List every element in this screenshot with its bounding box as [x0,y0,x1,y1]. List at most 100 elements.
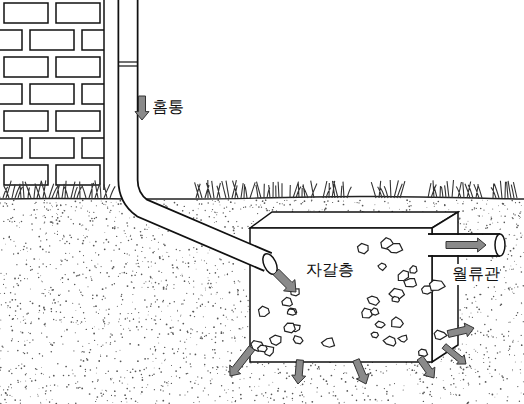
soil-dot [75,200,77,202]
soil-dot [13,286,14,287]
soil-dot [154,346,155,347]
soil-dot [121,294,122,295]
soil-dot [406,203,408,205]
soil-dot [240,349,242,351]
soil-dot [49,401,51,403]
soil-dot [272,209,274,211]
soil-dot [57,223,59,225]
soil-dot [165,288,167,290]
soil-dot [106,342,107,343]
soil-dot [162,301,163,302]
soil-dot [341,378,343,380]
soil-dot [10,384,12,386]
soil-dot [51,289,53,291]
soil-dot [220,298,222,300]
soil-dot [105,390,106,391]
soil-dot [126,273,127,274]
soil-dot [30,301,31,302]
soil-dot [85,371,86,372]
soil-dot [150,277,151,278]
soil-dot [193,311,195,313]
soil-dot [25,386,27,388]
soil-dot [180,341,181,342]
soil-dot [408,368,410,370]
soil-dot [172,264,174,266]
soil-dot [508,335,509,336]
soil-dot [102,203,103,204]
soil-dot [10,239,11,240]
soil-dot [75,332,76,333]
soil-dot [518,215,519,216]
soil-dot [204,260,205,261]
soil-dot [463,223,464,224]
soil-dot [381,400,383,402]
soil-dot [65,259,66,260]
soil-dot [458,348,460,350]
soil-dot [196,214,197,215]
soil-dot [15,310,17,312]
soil-dot [499,210,501,212]
soil-dot [521,271,523,273]
soil-dot [21,363,22,364]
soil-dot [302,383,304,385]
soil-dot [17,380,18,381]
soil-dot [20,381,22,383]
soil-dot [107,208,108,209]
soil-dot [92,381,94,383]
soil-dot [520,211,521,212]
soil-dot [331,375,333,377]
soil-dot [210,380,211,381]
soil-dot [210,372,211,373]
soil-dot [164,360,165,361]
soil-dot [474,207,476,209]
soil-dot [436,377,437,378]
soil-dot [68,290,69,291]
soil-dot [133,319,134,320]
soil-dot [102,288,104,290]
soil-dot [21,368,23,370]
soil-dot [318,366,320,368]
soil-dot [65,274,66,275]
soil-dot [269,385,270,386]
soil-dot [108,371,109,372]
soil-dot [279,203,280,204]
soil-dot [521,335,522,336]
soil-dot [192,311,193,312]
soil-dot [523,321,524,322]
soil-dot [485,227,487,229]
soil-dot [226,369,227,370]
soil-dot [45,217,47,219]
soil-dot [375,399,377,401]
soil-dot [110,336,111,337]
soil-dot [119,318,120,319]
soil-dot [150,348,151,349]
soil-dot [45,399,47,401]
soil-dot [79,202,80,203]
soil-dot [200,259,202,261]
soil-dot [231,376,233,378]
soil-dot [53,300,54,301]
soil-dot [491,218,493,220]
soil-dot [257,213,258,214]
soil-dot [460,317,461,318]
soil-dot [64,210,65,211]
soil-dot [5,243,7,245]
soil-dot [3,284,4,285]
soil-dot [111,395,112,396]
soil-dot [299,395,301,397]
soil-dot [237,317,238,318]
soil-dot [100,355,101,356]
soil-dot [213,326,215,328]
soil-dot [151,282,153,284]
soil-dot [465,343,467,345]
soil-dot [73,350,74,351]
soil-dot [96,205,97,206]
soil-dot [231,352,233,354]
soil-dot [56,311,57,312]
soil-dot [92,294,94,296]
soil-dot [106,272,108,274]
soil-dot [40,228,41,229]
soil-dot [457,202,459,204]
soil-dot [0,350,1,351]
soil-dot [42,281,43,282]
